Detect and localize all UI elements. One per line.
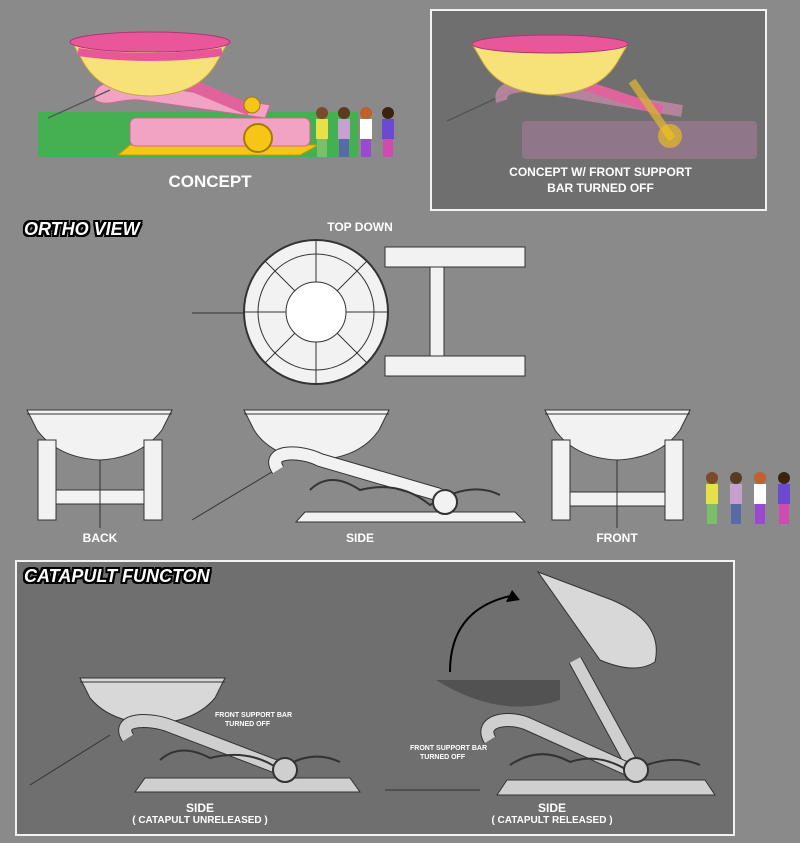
note-left-2: TURNED OFF bbox=[225, 721, 271, 728]
catapult-released bbox=[385, 570, 716, 796]
concept-alt-label-1: CONCEPT W/ FRONT SUPPORT bbox=[509, 165, 692, 179]
front-label: FRONT bbox=[596, 531, 638, 545]
side-view bbox=[191, 409, 527, 523]
unreleased-title: SIDE bbox=[185, 801, 214, 815]
catapult-unreleased bbox=[29, 677, 361, 793]
front-view bbox=[544, 409, 691, 528]
concept-label: CONCEPT bbox=[168, 172, 252, 191]
concept-alt-illustration bbox=[446, 34, 757, 159]
back-label: BACK bbox=[82, 531, 118, 545]
back-view bbox=[26, 409, 173, 528]
released-sub: ( CATAPULT RELEASED ) bbox=[491, 815, 613, 826]
released-title: SIDE bbox=[537, 801, 566, 815]
top-down-label: TOP DOWN bbox=[327, 220, 393, 234]
concept-alt-panel: CONCEPT W/ FRONT SUPPORT BAR TURNED OFF bbox=[430, 9, 767, 211]
note-right-1: FRONT SUPPORT BAR bbox=[410, 745, 487, 752]
note-left-1: FRONT SUPPORT BAR bbox=[215, 712, 292, 719]
figures-ortho bbox=[706, 472, 790, 524]
concept-alt-label-2: BAR TURNED OFF bbox=[547, 181, 654, 195]
note-right-2: TURNED OFF bbox=[420, 754, 466, 761]
side-label: SIDE bbox=[345, 531, 374, 545]
ortho-heading: ORTHO VIEW bbox=[24, 219, 140, 239]
unreleased-sub: ( CATAPULT UNRELEASED ) bbox=[132, 815, 268, 826]
figures-concept bbox=[316, 107, 394, 157]
catapult-heading: CATAPULT FUNCTON bbox=[24, 566, 210, 586]
